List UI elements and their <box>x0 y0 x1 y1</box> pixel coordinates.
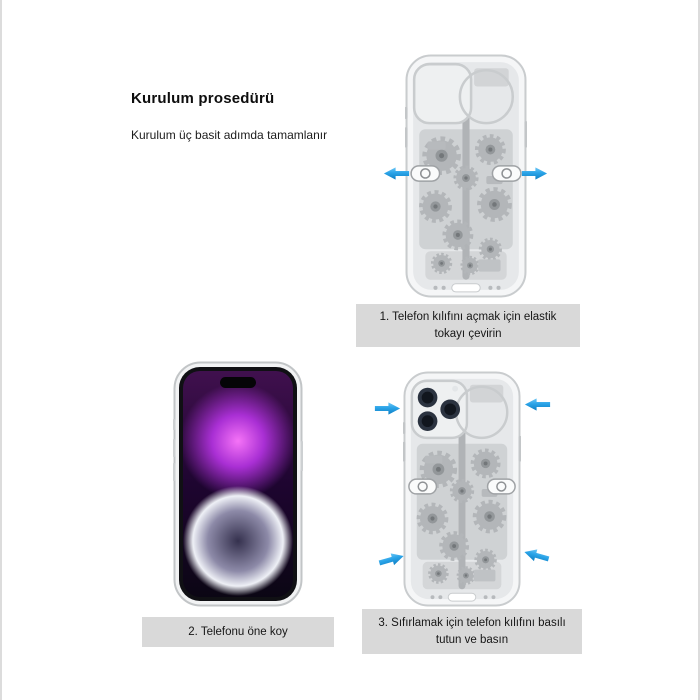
step2-phone-illustration <box>173 361 303 607</box>
step3-case-illustration <box>403 371 521 607</box>
phone-front-icon <box>173 361 303 607</box>
arrow-outward-right-icon <box>521 166 548 181</box>
page-subtitle: Kurulum üç basit adımda tamamlanır <box>131 128 328 142</box>
arrow-inward-top-left-icon <box>374 401 401 416</box>
gear-case-back-icon <box>405 54 527 298</box>
arrow-outward-left-icon <box>383 166 410 181</box>
gear-case-with-phone-icon <box>403 371 521 607</box>
arrow-inward-bottom-right-icon <box>521 545 551 567</box>
step3-caption: 3. Sıfırlamak için telefon kılıfını bası… <box>362 609 582 654</box>
dynamic-island <box>220 377 256 388</box>
page-title: Kurulum prosedürü <box>131 90 275 107</box>
step1-case-illustration <box>405 54 527 298</box>
step2-caption: 2. Telefonu öne koy <box>142 617 334 647</box>
step1-caption: 1. Telefon kılıfını açmak için elastik t… <box>356 304 580 347</box>
arrow-inward-top-right-icon <box>524 397 551 412</box>
